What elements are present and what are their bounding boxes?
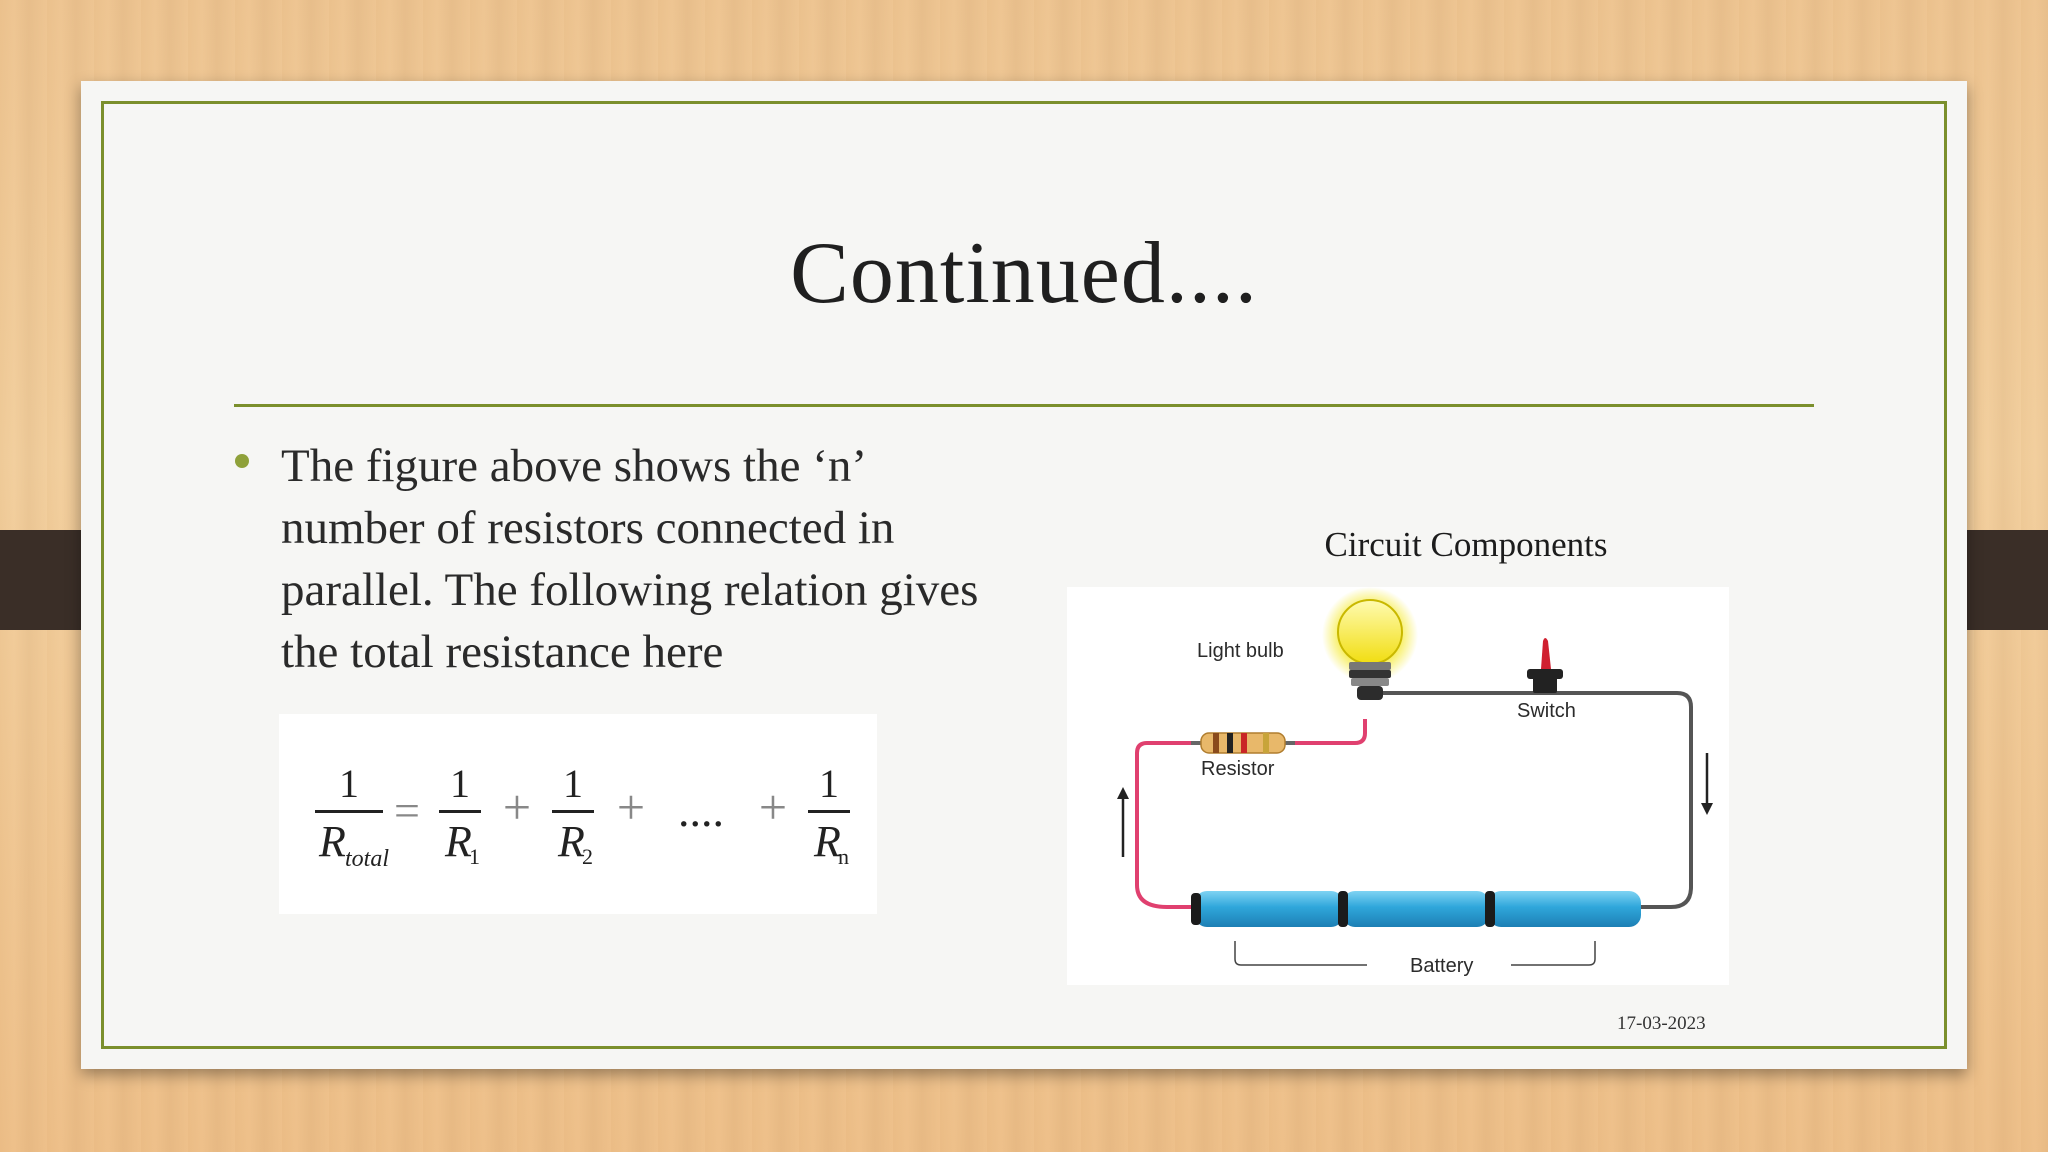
denominator-rn: R xyxy=(813,817,841,866)
plus-sign-2: + xyxy=(617,779,645,835)
switch-icon xyxy=(1527,638,1563,693)
circuit-graphic: Light bulb Switch Resistor Battery xyxy=(1117,587,1713,977)
wire-bulb-to-resistor xyxy=(1295,719,1367,745)
fraction-bar xyxy=(552,810,594,813)
denominator-r2: R xyxy=(557,817,585,866)
figure-caption: Circuit Components xyxy=(1324,525,1608,564)
battery-icon xyxy=(1191,891,1641,927)
slide: Continued.... The figure above shows the… xyxy=(81,81,1967,1069)
plus-sign-3: + xyxy=(759,779,787,835)
denominator-r-total: R xyxy=(318,817,346,866)
resistance-formula: 1 R total = 1 R 1 + 1 R 2 + .... + xyxy=(279,714,877,914)
label-battery: Battery xyxy=(1410,955,1473,977)
label-resistor: Resistor xyxy=(1201,758,1275,780)
title-divider xyxy=(234,404,1814,407)
numerator-4: 1 xyxy=(819,761,839,806)
slide-date: 17-03-2023 xyxy=(1617,1013,1706,1034)
battery-bracket-right xyxy=(1511,941,1596,966)
numerator-1: 1 xyxy=(339,761,359,806)
bullet-text: The figure above shows the ‘n’ number of… xyxy=(281,440,979,678)
formula-graphic: 1 R total = 1 R 1 + 1 R 2 + .... + xyxy=(315,761,850,872)
light-bulb-icon xyxy=(1322,587,1418,700)
current-arrow-down-icon xyxy=(1701,753,1713,815)
fraction-bar xyxy=(808,810,850,813)
wire-resistor-to-battery xyxy=(1135,741,1195,909)
current-arrow-up-icon xyxy=(1117,787,1129,857)
fraction-bar xyxy=(439,810,481,813)
slide-frame xyxy=(101,101,1947,1049)
bullet-dot-icon xyxy=(235,454,249,468)
subscript-n: n xyxy=(838,844,849,869)
slide-title: Continued.... xyxy=(790,225,1258,322)
wire-switch-to-battery xyxy=(1373,691,1693,909)
subscript-2: 2 xyxy=(582,844,593,869)
numerator-2: 1 xyxy=(450,761,470,806)
battery-bracket-left xyxy=(1234,941,1367,966)
resistor-icon xyxy=(1191,732,1295,754)
subscript-total: total xyxy=(345,846,389,872)
subscript-1: 1 xyxy=(469,844,480,869)
circuit-diagram: Light bulb Switch Resistor Battery xyxy=(1067,587,1729,985)
label-light-bulb: Light bulb xyxy=(1197,640,1284,662)
denominator-r1: R xyxy=(444,817,472,866)
fraction-bar xyxy=(315,810,383,813)
label-switch: Switch xyxy=(1517,700,1576,722)
numerator-3: 1 xyxy=(563,761,583,806)
ellipsis: .... xyxy=(678,785,724,836)
equals-sign: = xyxy=(394,785,420,836)
plus-sign-1: + xyxy=(503,779,531,835)
